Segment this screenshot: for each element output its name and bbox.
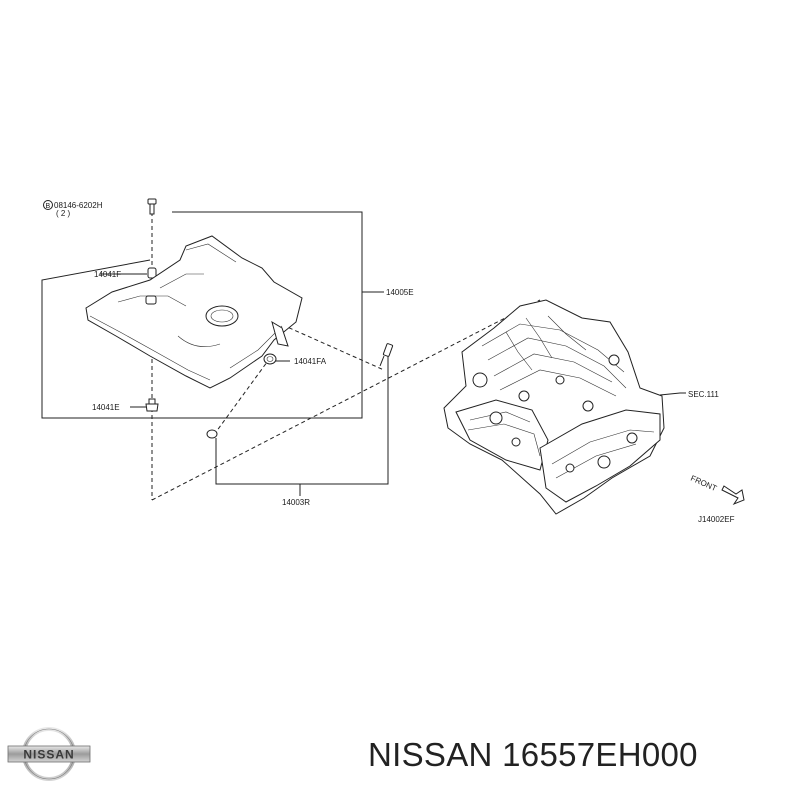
bolt-marker: B xyxy=(43,200,53,210)
label-14041f: 14041F xyxy=(94,270,121,279)
leader-lines xyxy=(41,211,686,496)
label-14041fa: 14041FA xyxy=(294,357,327,366)
label-08146-6202h: 08146-6202H xyxy=(54,201,103,210)
label-14005e: 14005E xyxy=(386,288,414,297)
front-arrow-icon xyxy=(721,485,745,506)
part-number-caption: NISSAN 16557EH000 xyxy=(368,736,698,773)
label-14003r: 14003R xyxy=(282,498,310,507)
engine-assembly xyxy=(443,299,665,515)
label-diagram-code: J14002EF xyxy=(698,515,735,524)
grommet-14041e xyxy=(145,398,159,412)
label-sec-111: SEC.111 xyxy=(688,390,719,399)
stud-bolt xyxy=(379,343,394,367)
logo-wordmark: NISSAN xyxy=(23,748,74,762)
washer-14003r xyxy=(206,429,218,439)
grommet-14041f xyxy=(147,267,157,279)
label-bolt-qty: ( 2 ) xyxy=(56,209,71,218)
bolt-marker-letter: B xyxy=(46,203,51,210)
clip-14041fa xyxy=(263,353,277,365)
bolt-08146-6202h xyxy=(147,198,157,215)
label-front: FRONT xyxy=(689,474,718,493)
label-14041e: 14041E xyxy=(92,403,120,412)
engine-cover-14005e xyxy=(85,235,303,389)
nissan-logo: NISSAN xyxy=(7,727,91,781)
